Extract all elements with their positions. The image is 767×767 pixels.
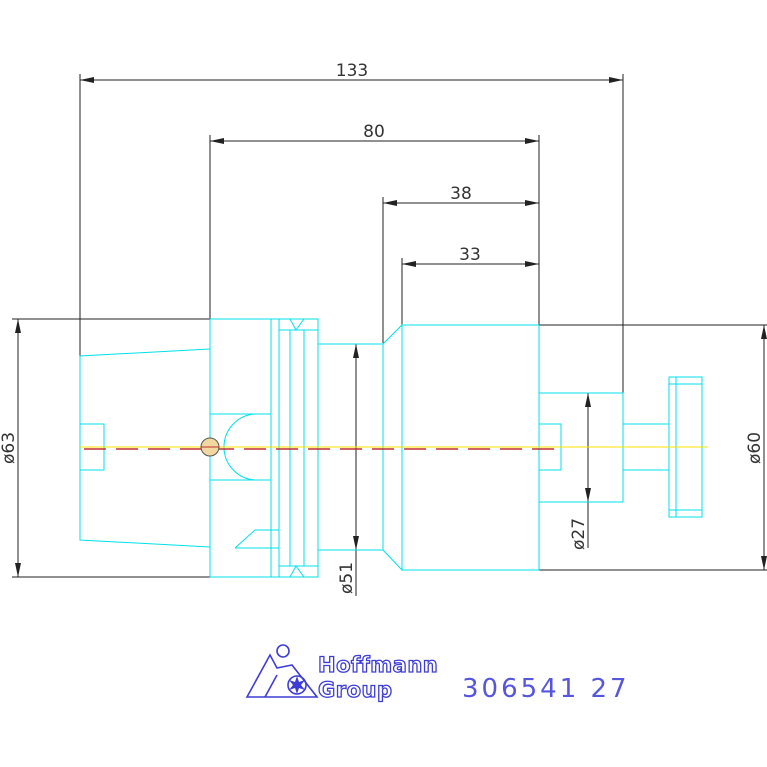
centerline [80,437,708,457]
dimension-body-diameter: ø60 [745,432,765,464]
logo-line-1: Hoffmann [318,653,438,677]
dimension-bore-diameter: ø27 [569,518,589,550]
logo-line-2: Group [318,678,393,702]
dimension-length-38: 38 [450,184,472,204]
part-outline [79,318,703,578]
dimension-holder-length: 80 [363,122,385,142]
dimension-length-33: 33 [459,245,481,265]
dimension-neck-diameter: ø51 [337,562,357,594]
dimension-flange-diameter: ø63 [0,432,19,464]
dimension-overall-length: 133 [336,61,368,81]
dimension-arrows [15,77,767,577]
hoffmann-group-logo: Hoffmann Group [245,644,438,703]
part-number: 306541 27 [462,674,630,704]
logo-mark-icon [245,644,319,698]
dimension-lines [12,74,767,596]
